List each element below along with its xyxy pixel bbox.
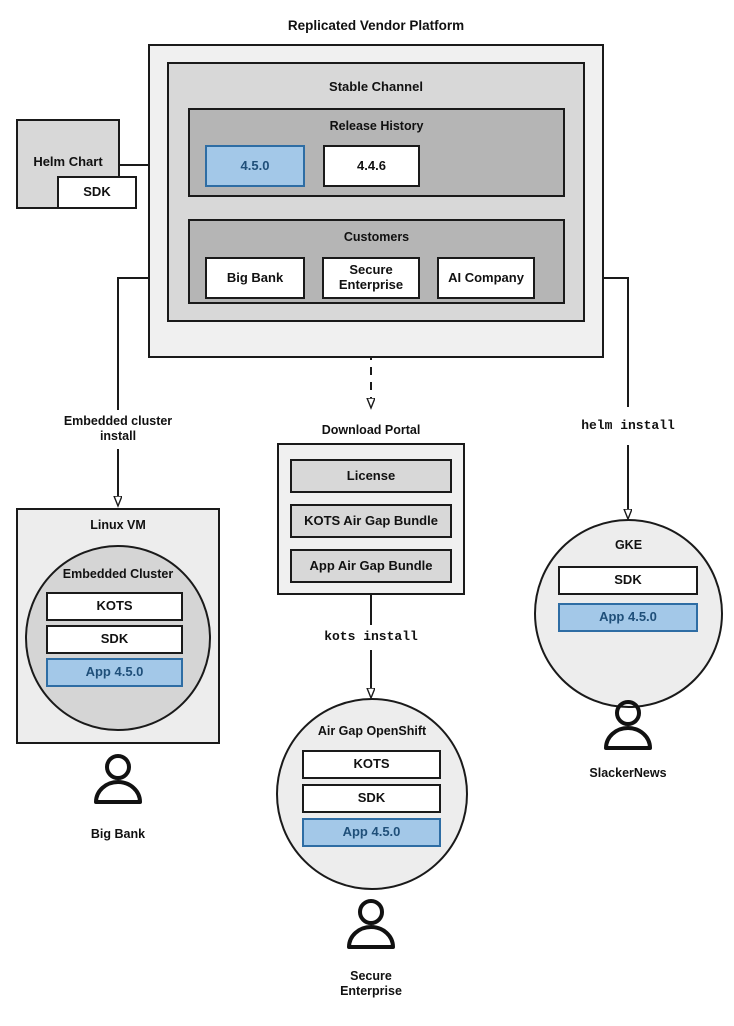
gke-component-sdk[interactable]: SDK xyxy=(558,566,698,595)
flow-label-embedded-install: Embedded cluster install xyxy=(38,414,198,444)
flow-label-embedded-install-line1: Embedded cluster xyxy=(63,414,173,428)
download-portal-title: Download Portal xyxy=(321,423,421,437)
linux-vm-title: Linux VM xyxy=(90,518,146,532)
openshift-component-app[interactable]: App 4.5.0 xyxy=(302,818,441,847)
persona-label-secure-line2: Enterprise xyxy=(340,984,402,998)
customer-big-bank[interactable]: Big Bank xyxy=(205,257,305,299)
embedded-cluster-title: Embedded Cluster xyxy=(62,567,174,581)
persona-label-secure-enterprise: Secure Enterprise xyxy=(291,969,451,999)
release-chip-previous[interactable]: 4.4.6 xyxy=(323,145,420,187)
customers-title: Customers xyxy=(343,230,410,244)
persona-icon-big-bank xyxy=(94,754,142,804)
download-portal-artifact-kots-bundle[interactable]: KOTS Air Gap Bundle xyxy=(290,504,452,538)
download-portal-artifact-license[interactable]: License xyxy=(290,459,452,493)
page-title: Replicated Vendor Platform xyxy=(287,18,465,33)
persona-label-big-bank: Big Bank xyxy=(90,827,146,841)
release-history-title: Release History xyxy=(329,119,424,133)
persona-icon-secure-enterprise xyxy=(347,899,395,949)
release-chip-current[interactable]: 4.5.0 xyxy=(205,145,305,187)
flow-label-embedded-install-line2: install xyxy=(99,429,137,443)
flow-label-kots-install: kots install xyxy=(324,629,418,644)
customer-ai-company[interactable]: AI Company xyxy=(437,257,535,299)
openshift-component-sdk[interactable]: SDK xyxy=(302,784,441,813)
stable-channel-title: Stable Channel xyxy=(329,79,423,94)
gke-title: GKE xyxy=(614,538,643,552)
download-portal-artifact-app-bundle[interactable]: App Air Gap Bundle xyxy=(290,549,452,583)
linuxvm-component-kots[interactable]: KOTS xyxy=(46,592,183,621)
linuxvm-component-sdk[interactable]: SDK xyxy=(46,625,183,654)
openshift-component-kots[interactable]: KOTS xyxy=(302,750,441,779)
flow-label-helm-install: helm install xyxy=(581,418,675,433)
linuxvm-component-app[interactable]: App 4.5.0 xyxy=(46,658,183,687)
gke-component-app[interactable]: App 4.5.0 xyxy=(558,603,698,632)
customer-secure-enterprise[interactable]: Secure Enterprise xyxy=(322,257,420,299)
persona-icon-slackernews xyxy=(604,700,652,750)
persona-label-slackernews: SlackerNews xyxy=(589,766,667,780)
persona-label-secure-line1: Secure xyxy=(350,969,392,983)
helm-chart-sdk-box[interactable]: SDK xyxy=(57,176,137,209)
airgap-openshift-title: Air Gap OpenShift xyxy=(317,724,427,738)
